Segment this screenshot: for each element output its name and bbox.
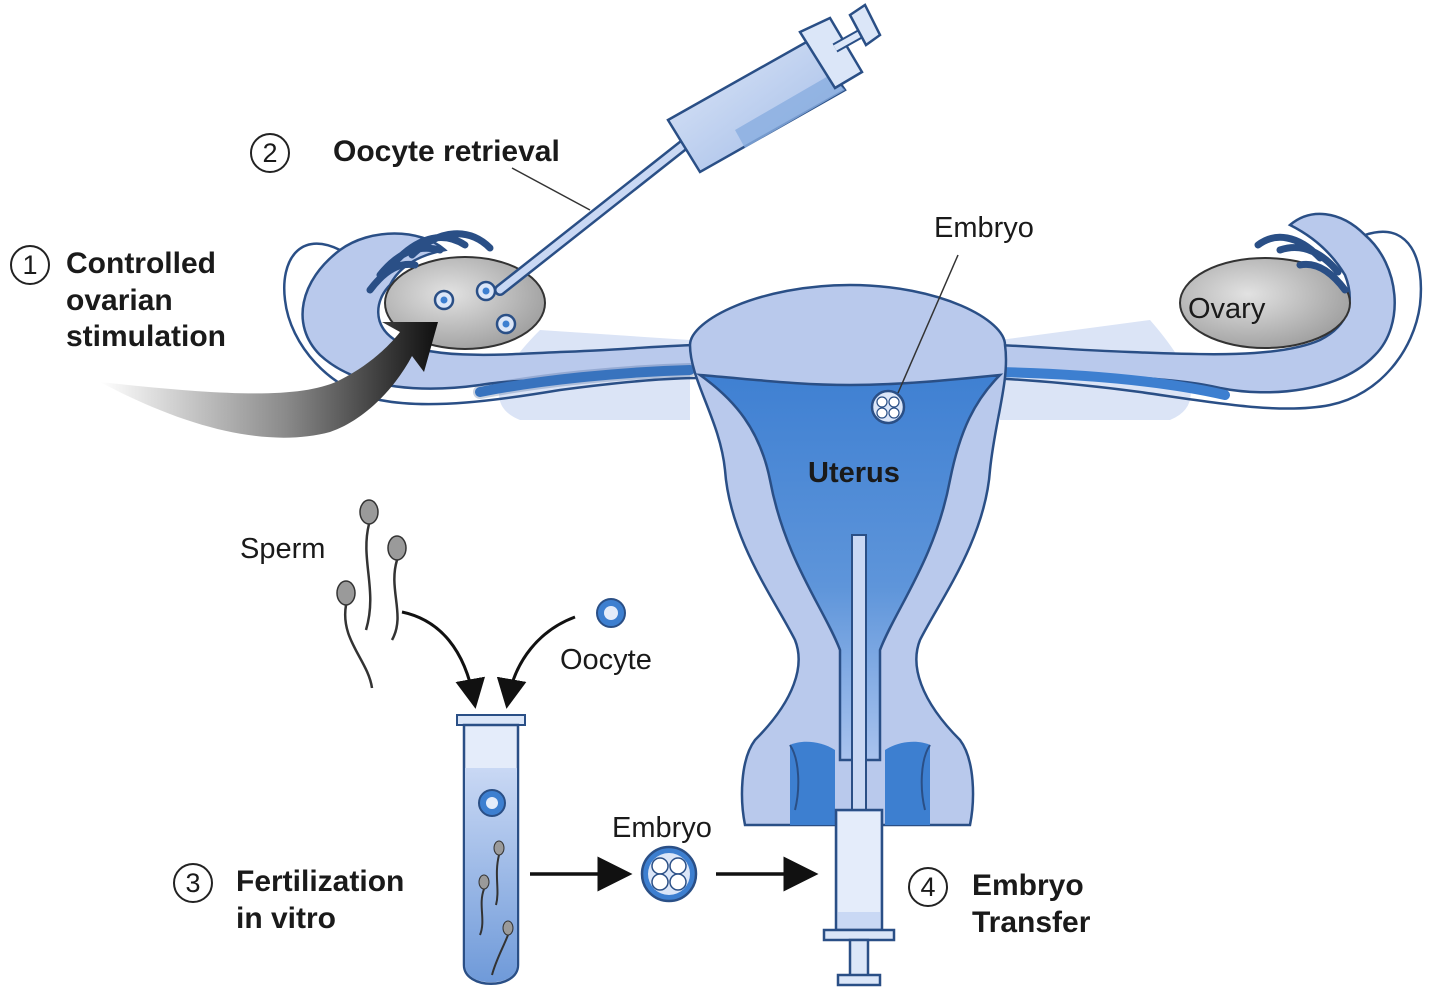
- step-2-number: 2: [250, 133, 290, 173]
- step-4-label: Embryo Transfer: [972, 869, 1091, 939]
- embryo-top-leader: [897, 254, 959, 394]
- sperm-to-tube-arrow: [401, 610, 486, 709]
- step-3-label: Fertilization in vitro: [236, 865, 405, 935]
- step-1-number: 1: [10, 245, 50, 285]
- retrieval-leader: [511, 167, 591, 211]
- uterus-label: Uterus: [808, 457, 900, 489]
- oocyte-to-tube-arrow: [496, 615, 576, 709]
- step-4-number: 4: [908, 867, 948, 907]
- step-3-number: 3: [173, 863, 213, 903]
- stimulation-arrow: [100, 322, 438, 438]
- sperm-label: Sperm: [240, 533, 326, 565]
- oocyte-cell: [596, 598, 626, 628]
- embryo-top-label: Embryo: [934, 212, 1034, 244]
- right-ovary: [1179, 233, 1351, 349]
- embryo-cell-bottom: [640, 845, 698, 903]
- sperm-group: [336, 499, 407, 689]
- embryo-bottom-label: Embryo: [612, 812, 712, 844]
- embryo-in-uterus: [870, 389, 906, 425]
- fallopian-tube-right: [988, 212, 1423, 410]
- transfer-syringe: [822, 534, 896, 987]
- uterine-cavity: [695, 373, 1004, 762]
- ovary-label: Ovary: [1188, 293, 1266, 325]
- step-1-label: Controlled ovarian stimulation: [66, 247, 227, 354]
- oocyte-label: Oocyte: [560, 644, 652, 676]
- cervix: [790, 741, 835, 825]
- step-2-label: Oocyte retrieval: [333, 135, 560, 168]
- test-tube: [456, 714, 526, 985]
- retrieval-syringe: [494, 3, 882, 296]
